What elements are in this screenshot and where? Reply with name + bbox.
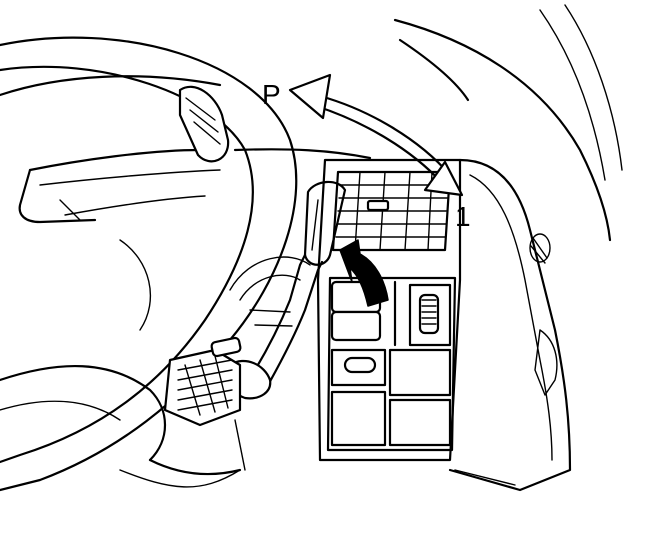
shift-grip	[163, 336, 242, 427]
lower-dash	[0, 239, 311, 488]
motion-arrow-icon	[288, 73, 464, 197]
steering-wheel	[0, 36, 298, 492]
callout-number: 1	[455, 201, 471, 232]
a-pillar-lines	[393, 4, 623, 242]
position-label: P	[262, 79, 281, 110]
switch-panel	[326, 276, 457, 452]
center-console	[316, 158, 572, 492]
air-vent	[331, 170, 452, 252]
direction-arrow-icon	[339, 239, 389, 307]
dashboard-top	[0, 75, 372, 224]
